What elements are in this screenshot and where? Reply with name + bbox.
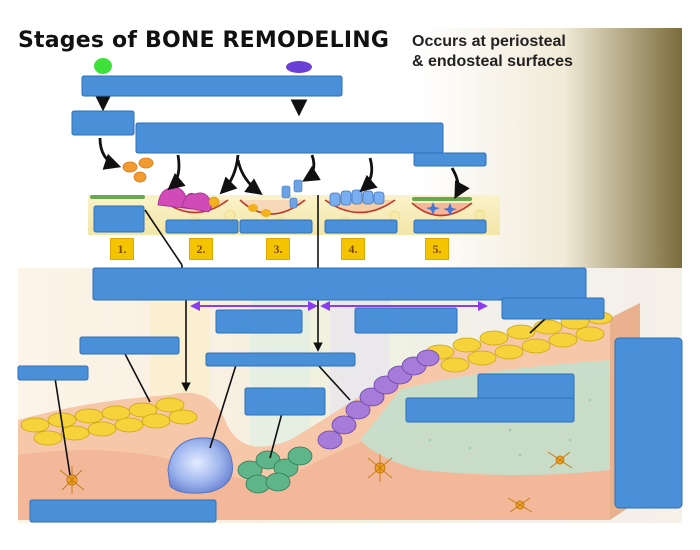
stage-number-2: 2. xyxy=(190,239,212,259)
label-box-green-cells xyxy=(244,387,326,416)
osteoblast-cells xyxy=(329,189,385,207)
subtitle-line-2: & endosteal surfaces xyxy=(412,53,573,70)
label-box-far-left xyxy=(17,365,89,381)
label-box-side-tall xyxy=(614,337,683,509)
reversal-cells xyxy=(248,179,303,217)
stage-number-3: 3. xyxy=(267,239,289,259)
mineralized-pit-5 xyxy=(411,202,473,217)
bone-lining-cells-right xyxy=(425,311,613,373)
label-box-stage5 xyxy=(413,152,487,167)
osteocyte-icons xyxy=(59,451,573,513)
purple-dot-icon xyxy=(286,61,312,73)
subtitle-line-1: Occurs at periosteal xyxy=(412,33,566,50)
green-dot-icon xyxy=(94,58,112,74)
label-box-top-wide xyxy=(81,75,343,97)
subtitle: Occurs at periosteal & endosteal surface… xyxy=(412,32,573,72)
label-box-center xyxy=(205,352,356,367)
osteoclast-large xyxy=(167,437,234,494)
label-box-left-small xyxy=(71,110,135,136)
label-box-right-top xyxy=(501,297,605,320)
label-box-right-mid xyxy=(477,373,575,402)
label-box-formation xyxy=(354,307,458,334)
osteocyte-star-icons xyxy=(426,202,457,216)
stage-number-4: 4. xyxy=(342,239,364,259)
label-box-stage1 xyxy=(93,205,145,233)
stage-arrows xyxy=(94,94,470,199)
label-box-resorption xyxy=(215,309,303,334)
osteoclast-precursor-cells xyxy=(122,157,154,183)
label-box-phase-wide xyxy=(92,267,587,301)
label-box-stage3 xyxy=(239,219,313,234)
label-box-lining-left xyxy=(79,336,180,355)
label-box-stage2 xyxy=(165,219,239,234)
label-box-stage5-b xyxy=(413,219,487,234)
label-blanks xyxy=(17,75,683,523)
stage-number-1: 1. xyxy=(111,239,133,259)
bone-lining-cells-left xyxy=(20,397,198,446)
label-box-stage4 xyxy=(324,219,398,234)
mononuclear-cells xyxy=(237,446,313,494)
label-box-bottom xyxy=(29,499,217,523)
page-title: Stages of BONE REMODELING xyxy=(18,28,390,53)
label-box-right-wide xyxy=(405,397,575,423)
stage-number-5: 5. xyxy=(426,239,448,259)
osteoclast-cells xyxy=(157,187,212,213)
label-box-main-wide xyxy=(135,122,444,154)
osteoblast-chain xyxy=(317,349,440,450)
